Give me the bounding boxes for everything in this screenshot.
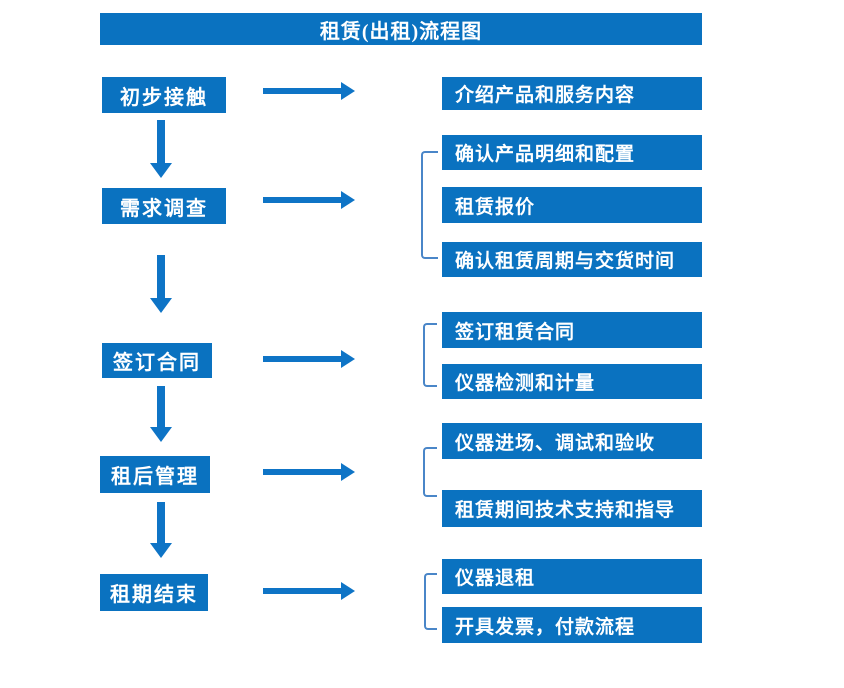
arrow-down-4-icon bbox=[157, 502, 165, 543]
arrow-down-3-icon bbox=[157, 386, 165, 427]
arrow-right-2-icon bbox=[263, 197, 341, 203]
arrow-down-1-icon bbox=[157, 120, 165, 163]
bracket-group-2-icon bbox=[421, 151, 438, 259]
target-box-instrument-inspection-measurement: 仪器检测和计量 bbox=[442, 364, 702, 399]
arrow-down-2-icon bbox=[157, 255, 165, 298]
arrow-right-3-icon bbox=[263, 356, 341, 362]
arrow-right-4-icon bbox=[263, 469, 341, 475]
target-box-instrument-return: 仪器退租 bbox=[442, 559, 702, 594]
step-box-initial-contact: 初步接触 bbox=[102, 77, 226, 113]
title-banner: 租赁(出租)流程图 bbox=[100, 13, 702, 45]
target-box-instrument-entry-commissioning-acceptance: 仪器进场、调试和验收 bbox=[442, 423, 702, 459]
target-box-technical-support-guidance: 租赁期间技术支持和指导 bbox=[442, 490, 702, 527]
bracket-group-3-icon bbox=[423, 323, 437, 387]
target-box-confirm-product-details: 确认产品明细和配置 bbox=[442, 135, 702, 170]
target-box-introduce-products-services: 介绍产品和服务内容 bbox=[442, 77, 702, 110]
arrow-right-5-icon bbox=[263, 588, 341, 594]
arrow-right-1-icon bbox=[263, 88, 341, 94]
step-box-post-rental-management: 租后管理 bbox=[100, 456, 210, 493]
target-box-sign-rental-contract: 签订租赁合同 bbox=[442, 312, 702, 348]
target-box-invoice-payment-process: 开具发票，付款流程 bbox=[442, 607, 702, 643]
target-box-confirm-rental-period-delivery: 确认租赁周期与交货时间 bbox=[442, 242, 702, 277]
step-box-demand-survey: 需求调查 bbox=[102, 188, 226, 224]
page-title: 租赁(出租)流程图 bbox=[319, 20, 483, 43]
step-box-rental-end: 租期结束 bbox=[100, 574, 208, 611]
target-box-rental-quotation: 租赁报价 bbox=[442, 187, 702, 223]
step-box-sign-contract: 签订合同 bbox=[102, 343, 212, 378]
bracket-group-4-icon bbox=[423, 447, 437, 497]
bracket-group-5-icon bbox=[424, 573, 437, 630]
